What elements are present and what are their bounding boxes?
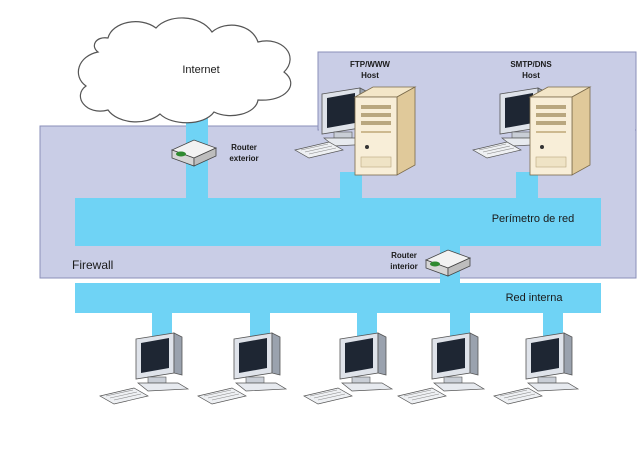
router-interior-label-line1: Router [391,251,417,260]
perimeter-network-bar [75,198,601,246]
connector-ws-2 [250,311,270,337]
workstation-2-icon [197,332,287,405]
smtp-host-label-line1: SMTP/DNS [510,60,552,69]
connector-ws-3 [357,311,377,337]
firewall-label: Firewall [72,258,113,272]
ftp-host-label-line1: FTP/WWW [350,60,390,69]
workstation-5-icon [493,332,579,405]
internet-label: Internet [182,64,219,76]
perimeter-network-label: Perímetro de red [492,213,575,225]
connector-ws-1 [152,311,172,337]
cloud-icon [77,17,292,124]
router-exterior-label-line1: Router [231,143,257,152]
connector-ftp-host [340,172,362,200]
workstation-3-icon [303,332,393,405]
workstation-1-icon [99,332,189,405]
connector-ws-5 [543,311,563,337]
connector-smtp-host [516,172,538,200]
router-interior-label-line2: interior [390,262,418,271]
ftp-host-label-line2: Host [361,71,379,80]
internal-network-label: Red interna [506,292,564,304]
connector-ws-4 [450,311,470,337]
workstation-4-icon [397,332,485,405]
smtp-host-label-line2: Host [522,71,540,80]
internal-network-bar [75,283,601,313]
router-exterior-label-line2: exterior [229,154,258,163]
